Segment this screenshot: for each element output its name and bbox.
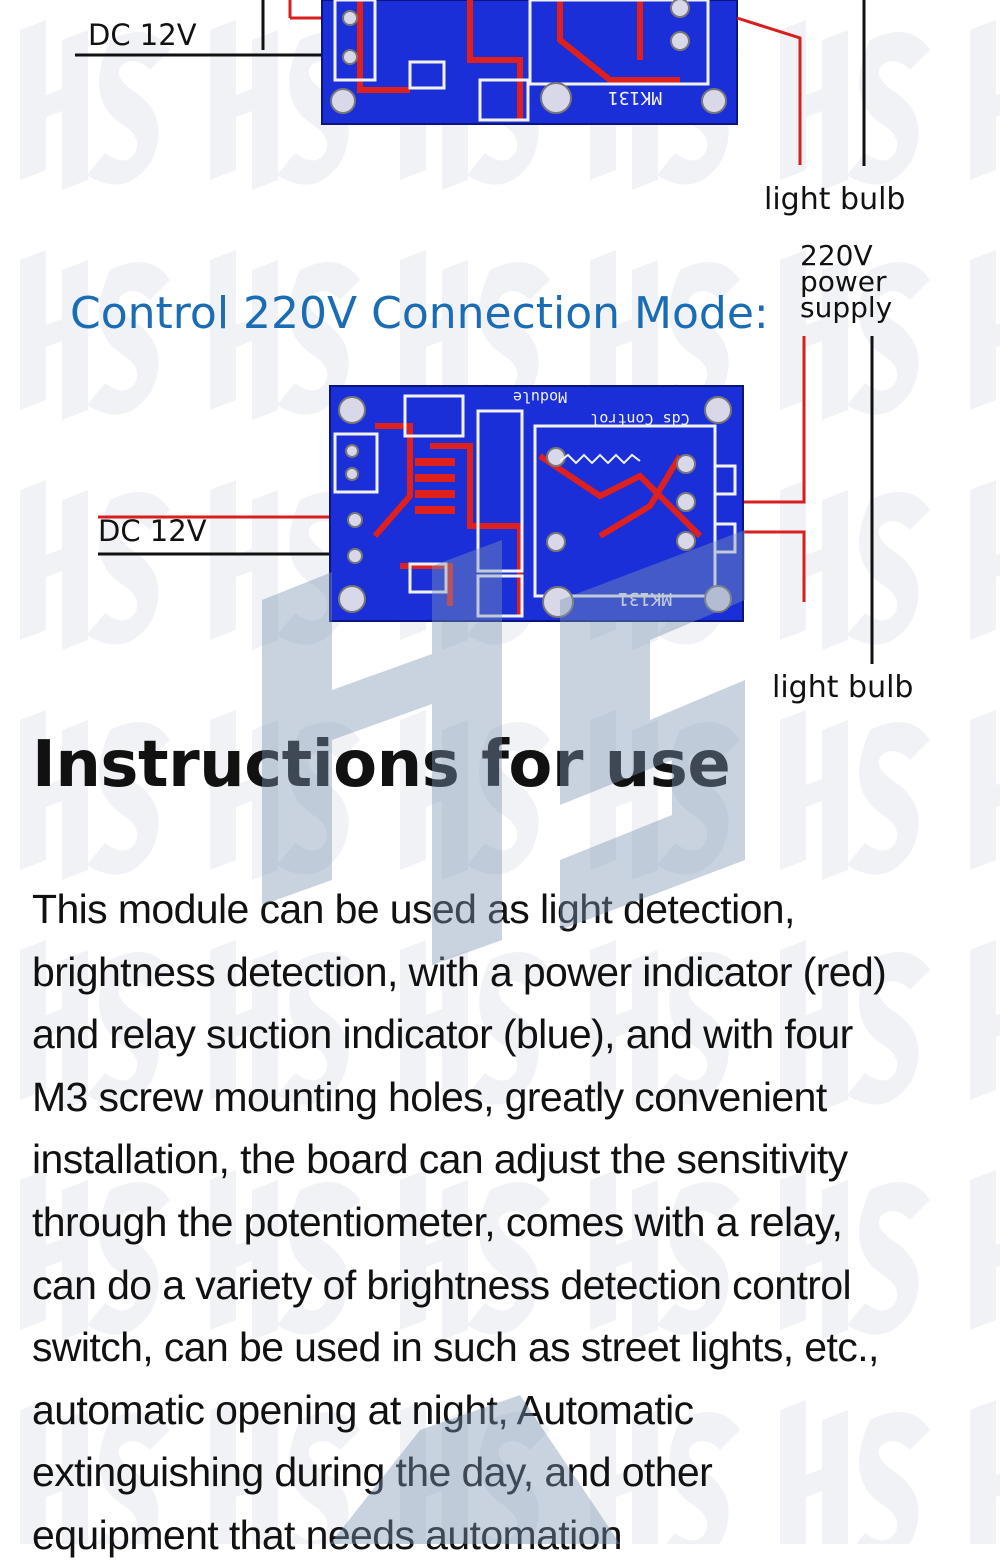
body-line: This module can be used as light detecti… (32, 886, 795, 932)
body-line: automatic opening at night, Automatic (32, 1386, 694, 1433)
top-bulb-label: light bulb (764, 182, 906, 217)
top-board-label: MK131 (608, 87, 662, 108)
board-title-line1: Cds Control (590, 410, 689, 428)
board-title-line2: Module (513, 388, 567, 406)
top-dc-label: DC 12V (88, 18, 197, 52)
body-line: can do a variety of brightness detection… (32, 1261, 852, 1308)
body-line: installation, the board can adjust the s… (32, 1136, 848, 1183)
top-wiring-diagram: MK131 DC 12V light bulb (0, 0, 1000, 230)
body-line: switch, can be used in such as street li… (32, 1324, 879, 1371)
bottom-dc-label: DC 12V (98, 514, 207, 548)
body-line: through the potentiometer, comes with a … (32, 1198, 843, 1245)
instructions-body: This module can be used as light detecti… (32, 878, 972, 1567)
body-line: extinguishing during the day, and other (32, 1449, 713, 1496)
body-line: M3 screw mounting holes, greatly conveni… (32, 1073, 827, 1120)
body-line: and relay suction indicator (blue), and … (32, 1011, 853, 1058)
bottom-board-label: MK131 (618, 588, 672, 609)
section-title: Instructions for use (32, 728, 731, 802)
body-line: brightness detection, with a power indic… (32, 948, 887, 995)
supply-label-line3: supply (800, 291, 893, 324)
bottom-bulb-label: light bulb (772, 670, 914, 705)
body-line: equipment that needs automation (32, 1511, 623, 1558)
connection-mode-heading: Control 220V Connection Mode: (70, 288, 769, 339)
